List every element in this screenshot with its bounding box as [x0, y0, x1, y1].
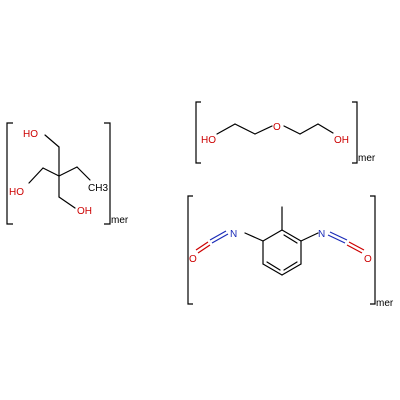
bond [76, 166, 91, 181]
molecule-trimethylolpropane: mer HO HO OH CH3 [6, 122, 129, 226]
bond [329, 231, 348, 241]
bond [300, 232, 319, 242]
bond [299, 123, 319, 135]
bond [327, 234, 346, 244]
bond [234, 123, 256, 135]
oxygen-label: O [189, 254, 197, 265]
bracket-right [370, 195, 376, 305]
bond [197, 244, 211, 254]
molecule-toluene-diisocyanate: mer N N O O [187, 195, 394, 309]
bond [244, 232, 264, 242]
bond [283, 261, 298, 271]
ether-oxygen-label: O [273, 122, 281, 133]
oxygen-label: O [364, 254, 372, 265]
hydroxyl-label: HO [9, 187, 24, 198]
bond [44, 134, 60, 148]
bond [58, 196, 76, 209]
bond [195, 241, 209, 251]
nitrogen-label: N [230, 229, 237, 240]
bond [209, 230, 227, 241]
hydroxyl-label: OH [334, 135, 349, 146]
subscript-mer: mer [111, 215, 129, 226]
bond [216, 123, 236, 135]
hydroxyl-label: HO [201, 135, 216, 146]
bond [283, 234, 298, 244]
bond [262, 229, 283, 242]
bracket-left [6, 122, 13, 225]
bond [58, 166, 78, 177]
bond [266, 261, 281, 271]
bond [348, 241, 365, 251]
bond [346, 244, 363, 254]
bond [281, 263, 302, 276]
bracket-left [195, 101, 201, 164]
bond [211, 233, 229, 244]
bond [42, 167, 60, 177]
bracket-right [352, 101, 358, 164]
hydroxyl-label: HO [23, 129, 38, 140]
hydroxyl-label: OH [77, 206, 92, 217]
bond [283, 125, 301, 135]
nitrogen-label: N [318, 229, 325, 240]
methyl-label: CH3 [88, 183, 108, 194]
subscript-mer: mer [376, 298, 394, 309]
bracket-right [104, 122, 111, 225]
bond [281, 229, 302, 242]
bond [254, 125, 273, 135]
bond [28, 167, 44, 184]
bond [317, 123, 334, 134]
bond [262, 263, 283, 276]
molecule-diethylene-glycol: mer HO O OH [195, 101, 376, 164]
subscript-mer: mer [358, 153, 376, 164]
bracket-left [187, 195, 193, 305]
